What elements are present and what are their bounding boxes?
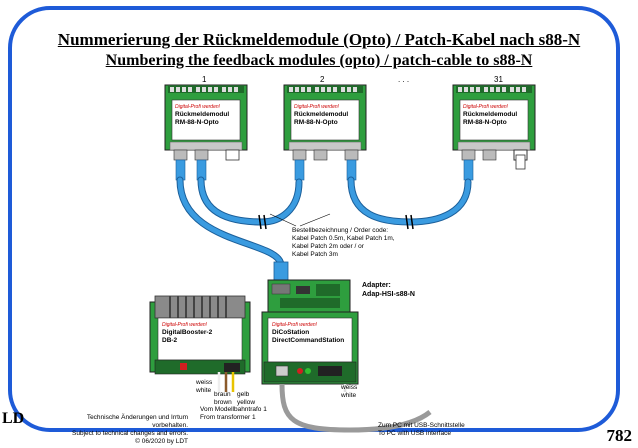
module-number-2: 2 [320,75,325,84]
adapter-label: Adapter: [362,282,391,289]
module31-name: Rückmeldemodul [463,111,518,118]
module-number-1: 1 [202,75,207,84]
module1-model: RM-88-N-Opto [175,119,219,126]
adapter-board [267,261,351,313]
wire-braun-label: braun [214,391,231,398]
order-code-line1: Kabel Patch 0.5m, Kabel Patch 1m, [292,235,395,242]
ldt-logo: LD [2,410,25,427]
module-ellipsis: . . . [398,75,410,84]
page-number: 782 [606,426,633,445]
module1-name: Rückmeldemodul [175,111,230,118]
wire-gelb-label: gelb [237,391,250,398]
station-wire-weiss-label: weiss [341,384,358,391]
booster-model: DB-2 [162,337,178,344]
patch-cables [177,177,471,268]
module-number-31: 31 [494,75,503,84]
station-name: DiCoStation [272,329,310,336]
station-brand: Digital-Profi werden! [272,322,318,328]
feedback-module-31 [452,84,536,181]
order-code-line3: Kabel Patch 3m [292,251,338,258]
footer-notes: Technische Änderungen und Irrtum vorbeha… [58,414,188,446]
usb-label-de: Zum PC mit USB-Schnittstelle [378,422,465,429]
order-code-line2: Kabel Patch 2m oder / or [292,243,364,250]
adapter-name: Adap-HSI-s88-N [362,291,415,298]
digital-booster [149,295,251,375]
transformer-label-en: From transformer 1 [200,414,256,421]
station-model: DirectCommandStation [272,337,345,344]
footer-line-3: © 06/2020 by LDT [135,438,188,445]
wire-yellow-label: yellow [237,399,256,406]
transformer-label-de: Vom Modellbahntrafo 1 [200,406,267,413]
feedback-module-2 [283,84,367,181]
station-wire-white-label: white [341,392,357,399]
wire-weiss-label: weiss [196,379,213,386]
module31-brand: Digital-Profi werden! [463,104,509,110]
feedback-module-1 [164,84,248,181]
usb-label-en: To PC with USB interface [378,430,451,437]
booster-brand: Digital-Profi werden! [162,322,208,328]
dicostation [261,311,359,385]
module31-model: RM-88-N-Opto [463,119,507,126]
module2-brand: Digital-Profi werden! [294,104,340,110]
title-german: Nummerierung der Rückmeldemodule (Opto) … [57,30,581,49]
title-english: Numbering the feedback modules (opto) / … [105,52,533,69]
usb-cable [279,383,432,433]
module2-model: RM-88-N-Opto [294,119,338,126]
module2-name: Rückmeldemodul [294,111,349,118]
wire-white-label: white [196,387,212,394]
booster-name: DigitalBooster-2 [162,329,213,336]
footer-line-2: Subject to technical changes and errors. [72,430,188,437]
wire-brown-label: brown [214,399,232,406]
power-wires [217,372,235,392]
footer-line-1: Technische Änderungen und Irrtum vorbeha… [86,414,188,429]
module1-brand: Digital-Profi werden! [175,104,221,110]
order-code-heading: Bestellbezeichnung / Order code: [292,227,389,234]
